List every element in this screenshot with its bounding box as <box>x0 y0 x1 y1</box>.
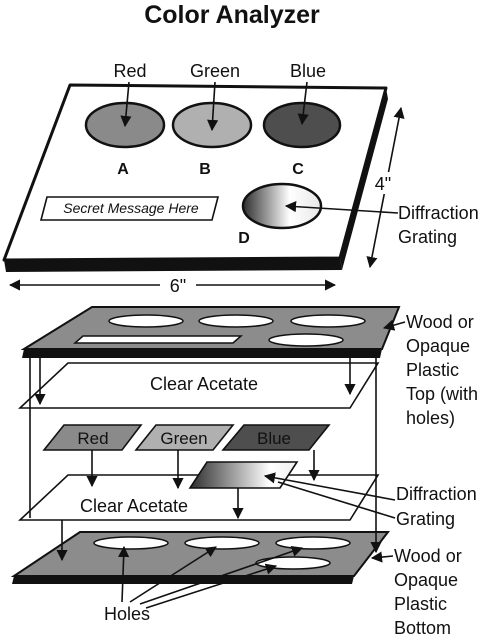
bottom-board-label-4: Bottom <box>394 618 451 638</box>
upper-acetate-sheet <box>17 362 380 409</box>
holes-label: Holes <box>104 604 150 624</box>
holes-pointer-2 <box>129 546 217 603</box>
arrow-bottom-board <box>370 551 394 563</box>
bottom-hole-2 <box>184 536 260 550</box>
top-hole-1 <box>108 314 184 328</box>
arrow-grating-sheet <box>263 472 396 501</box>
top-board-layer <box>20 306 401 358</box>
holes-pointer-3 <box>139 546 304 605</box>
label-diffraction-2: Grating <box>398 227 457 247</box>
bottom-board-label-3: Plastic <box>394 594 447 614</box>
height-label-bg <box>370 172 396 194</box>
blue-filter-window <box>262 101 342 149</box>
label-green: Green <box>190 61 240 81</box>
label-blue: Blue <box>290 61 326 81</box>
top-hole-2 <box>198 314 274 328</box>
grating-sheet <box>188 461 299 489</box>
letter-c: C <box>292 161 304 178</box>
grating-sheet-label-1: Diffraction <box>396 484 477 504</box>
red-filter-label: Red <box>77 429 108 448</box>
blue-filter-label: Blue <box>257 429 291 448</box>
holes-pointer-4 <box>145 563 278 609</box>
grating-sheet-label-2: Grating <box>396 509 455 529</box>
top-hole-4 <box>268 333 344 347</box>
arrow-green <box>207 81 219 132</box>
lower-acetate-label: Clear Acetate <box>80 496 188 516</box>
top-hole-3 <box>290 314 366 328</box>
label-red: Red <box>113 61 146 81</box>
line-grating-sheet <box>277 481 396 519</box>
top-board-label-5: holes) <box>406 408 455 428</box>
bottom-hole-4 <box>255 556 331 570</box>
letter-b: B <box>199 161 211 178</box>
bottom-board-edge <box>12 576 354 584</box>
arrow-blue <box>297 81 309 126</box>
top-board-label-4: Top (with <box>406 384 478 404</box>
bottom-hole-1 <box>93 536 169 550</box>
bottom-board-layer <box>10 531 391 584</box>
top-board-edge <box>22 349 382 358</box>
upper-acetate-label: Clear Acetate <box>150 374 258 394</box>
red-filter-sheet <box>42 424 143 451</box>
letter-a: A <box>117 161 129 178</box>
top-board-label-1: Wood or <box>406 312 474 332</box>
bottom-board-label-1: Wood or <box>394 546 462 566</box>
arrow-top-board <box>382 319 406 331</box>
width-label-bg <box>160 275 196 295</box>
board-front-edge <box>4 258 342 272</box>
holes-pointer-1 <box>118 545 130 603</box>
bottom-hole-3 <box>275 536 351 550</box>
diffraction-grating-window <box>241 182 323 230</box>
top-board-label-2: Opaque <box>406 336 470 356</box>
bottom-board-label-2: Opaque <box>394 570 458 590</box>
secret-message-text: Secret Message Here <box>63 200 199 216</box>
arrow-red <box>120 81 132 128</box>
width-label: 6" <box>170 276 186 296</box>
page-title: Color Analyzer <box>144 1 320 29</box>
letter-d: D <box>238 230 250 247</box>
green-filter-sheet <box>134 424 235 451</box>
blue-filter-sheet <box>221 424 331 451</box>
top-board-label-3: Plastic <box>406 360 459 380</box>
top-message-slot <box>73 335 243 344</box>
green-filter-label: Green <box>160 429 207 448</box>
label-diffraction-1: Diffraction <box>398 203 479 223</box>
height-label: 4" <box>375 174 391 194</box>
secret-message-box <box>39 196 220 221</box>
